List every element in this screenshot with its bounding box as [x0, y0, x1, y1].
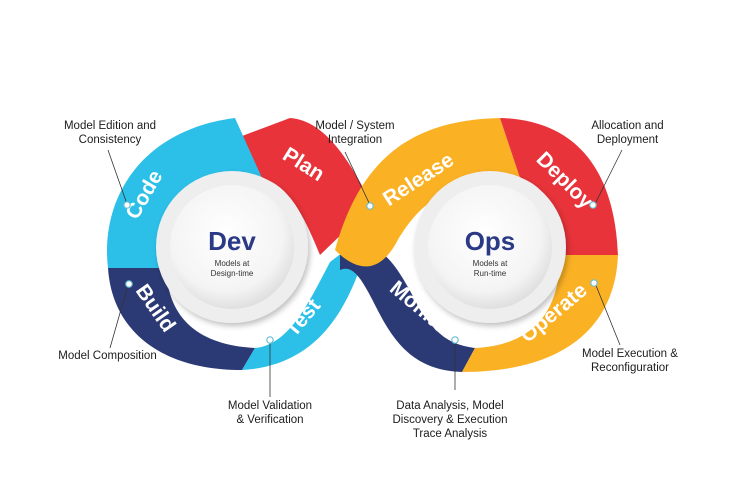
- ops-hub-title: Ops: [465, 226, 516, 256]
- annotation-monitor: Data Analysis, Model Discovery & Executi…: [392, 400, 508, 440]
- ops-hub-core: [428, 185, 552, 309]
- test-segment: [242, 230, 372, 370]
- plan-dot: [366, 202, 374, 210]
- operate-leader-line: [594, 282, 621, 346]
- code-leader-line: [107, 149, 128, 205]
- dev-hub-sub-2: Design-time: [211, 269, 254, 278]
- code-dot: [123, 201, 131, 209]
- dev-hub-sub-1: Models at: [215, 259, 250, 268]
- operate-segment: [462, 255, 618, 372]
- release-segment: [335, 118, 520, 267]
- build-segment: [108, 268, 255, 370]
- operate-dot: [590, 279, 598, 287]
- annotation-code: Model Edition and Consistency: [63, 120, 157, 146]
- test-dot: [266, 336, 274, 344]
- annotation-plan: Model / System Integration: [315, 120, 395, 146]
- plan-leader-line: [344, 151, 371, 206]
- dev-hub-title: Dev: [208, 226, 256, 256]
- annotation-operate: Model Execution & Reconfiguratior: [582, 348, 678, 374]
- dev-hub-core: [170, 185, 294, 309]
- monitor-dot: [451, 336, 459, 344]
- monitor-segment: [340, 246, 475, 372]
- ops-hub-sub-2: Run-time: [474, 269, 507, 278]
- annotation-test: Model Validation & Verification: [227, 400, 313, 426]
- annotation-deploy: Allocation and Deployment: [591, 120, 664, 146]
- build-leader-line: [109, 284, 129, 349]
- deploy-leader-line: [594, 149, 623, 205]
- build-dot: [125, 280, 133, 288]
- ops-hub-sub-1: Models at: [473, 259, 508, 268]
- deploy-dot: [589, 201, 597, 209]
- annotation-build: Model Composition: [58, 350, 157, 362]
- deploy-segment: [500, 118, 618, 255]
